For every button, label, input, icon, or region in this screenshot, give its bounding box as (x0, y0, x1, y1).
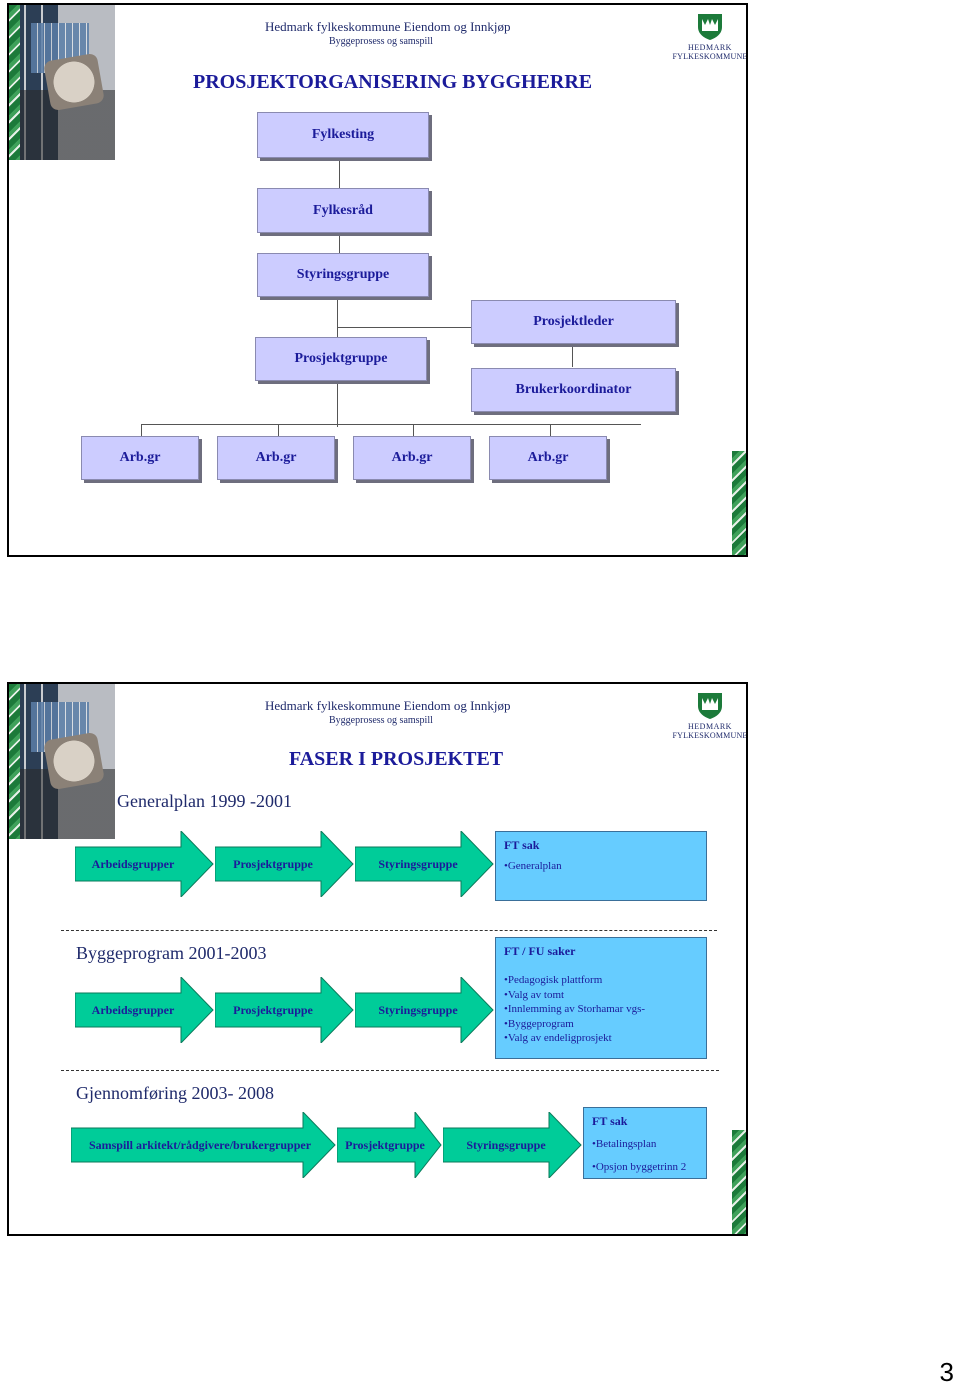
page-number: 3 (939, 1357, 954, 1387)
box-arbgr: Arb.gr (81, 436, 199, 480)
phase-divider (61, 930, 717, 931)
result-box: FT sak •Generalplan (495, 831, 707, 901)
building-photo (9, 684, 115, 839)
building-photo (9, 5, 115, 160)
slide-title: FASER I PROSJEKTET (289, 748, 504, 770)
arrow-label: Prosjektgruppe (233, 856, 313, 871)
box-fylkesting: Fylkesting (257, 112, 429, 158)
shield-icon (698, 14, 722, 40)
box-fylkesrad: Fylkesråd (257, 188, 429, 233)
box-arbgr: Arb.gr (353, 436, 471, 480)
arrow-label: Styringsgruppe (466, 1137, 546, 1152)
flow-arrow: Styringsgruppe (355, 977, 495, 1043)
arrow-shape (71, 1112, 336, 1178)
arrow-label: Prosjektgruppe (233, 1002, 313, 1017)
header-org-name: Hedmark fylkeskommune Eiendom og Innkjøp (265, 698, 511, 713)
phase-label: Byggeprogram 2001-2003 (76, 943, 267, 963)
arrow-label: Samspill arkitekt/rådgivere/brukergruppe… (88, 1137, 312, 1152)
connector-line (278, 424, 279, 436)
hedmark-logo: Hedmark Fylkeskommune (670, 13, 748, 61)
box-prosjektgruppe: Prosjektgruppe (255, 337, 427, 381)
side-decoration (732, 1130, 746, 1234)
result-box: FT / FU saker •Pedagogisk plattform •Val… (495, 937, 707, 1059)
phase-label: Gjennomføring 2003- 2008 (76, 1083, 274, 1103)
flow-arrow: Styringsgruppe (443, 1112, 583, 1178)
header-subtitle: Byggeprosess og samspill (329, 715, 433, 726)
photo-stripe (9, 5, 20, 160)
result-item: •Generalplan (504, 860, 562, 872)
result-item: •Valg av endeligprosjekt (504, 1032, 612, 1044)
connector-line (141, 424, 641, 425)
logo-text-1: Hedmark (688, 43, 732, 52)
arrow-label: Arbeidsgrupper (91, 1002, 175, 1017)
connector-line (550, 424, 551, 436)
result-item: •Byggeprogram (504, 1017, 574, 1030)
result-title: FT sak (592, 1114, 628, 1128)
arrow-shape (215, 831, 354, 897)
flow-arrow: Arbeidsgrupper (75, 831, 215, 897)
box-styringsgruppe: Styringsgruppe (257, 253, 429, 297)
result-title: FT / FU saker (504, 944, 576, 958)
connector-line (141, 424, 142, 436)
box-brukerkoordinator: Brukerkoordinator (471, 368, 676, 412)
photo-window (31, 23, 89, 73)
connector-line (572, 345, 573, 367)
result-item: •Valg av tomt (504, 988, 565, 1001)
arrow-label: Arbeidsgrupper (91, 856, 175, 871)
arrow-shape (75, 831, 214, 897)
logo-text-2: Fylkeskommune (672, 731, 748, 740)
result-item: •Betalingsplan (592, 1138, 657, 1150)
flow-arrow: Prosjektgruppe (337, 1112, 443, 1178)
phase-label: Generalplan 1999 -2001 (117, 791, 292, 811)
slide-org-chart: Hedmark fylkeskommune Eiendom og Innkjøp… (7, 3, 748, 557)
result-item: •Pedagogisk plattform (504, 974, 603, 986)
flow-arrow: Prosjektgruppe (215, 831, 355, 897)
connector-line (339, 235, 340, 255)
arrow-shape (337, 1112, 442, 1178)
connector-line (413, 424, 414, 436)
box-arbgr: Arb.gr (489, 436, 607, 480)
hedmark-logo: Hedmark Fylkeskommune (670, 692, 748, 740)
photo-sculpture (43, 731, 105, 791)
box-arbgr: Arb.gr (217, 436, 335, 480)
arrow-shape (443, 1112, 582, 1178)
arrow-shape (355, 977, 494, 1043)
shield-icon (698, 693, 722, 719)
result-item: •Innlemming av Storhamar vgs- (504, 1003, 646, 1015)
result-title: FT sak (504, 838, 540, 852)
header-org-name: Hedmark fylkeskommune Eiendom og Innkjøp (265, 19, 511, 34)
header-subtitle: Byggeprosess og samspill (329, 36, 433, 47)
logo-text-2: Fylkeskommune (672, 52, 748, 61)
result-box: FT sak •Betalingsplan •Opsjon byggetrinn… (583, 1107, 707, 1179)
logo-text-1: Hedmark (688, 722, 732, 731)
result-item: •Opsjon byggetrinn 2 (592, 1160, 687, 1173)
arrow-label: Prosjektgruppe (345, 1137, 425, 1152)
arrow-label: Styringsgruppe (378, 1002, 458, 1017)
photo-stripe (9, 684, 20, 839)
box-prosjektleder: Prosjektleder (471, 300, 676, 344)
flow-arrow: Samspill arkitekt/rådgivere/brukergruppe… (71, 1112, 337, 1178)
arrow-shape (355, 831, 494, 897)
flow-arrow: Arbeidsgrupper (75, 977, 215, 1043)
connector-line (339, 159, 340, 191)
arrow-shape (215, 977, 354, 1043)
flow-arrow: Prosjektgruppe (215, 977, 355, 1043)
side-decoration (732, 451, 746, 555)
slide-title: PROSJEKTORGANISERING BYGGHERRE (193, 71, 593, 93)
slide-phases: Hedmark fylkeskommune Eiendom og Innkjøp… (7, 682, 748, 1236)
arrow-shape (75, 977, 214, 1043)
flow-arrow: Styringsgruppe (355, 831, 495, 897)
connector-line (337, 327, 471, 328)
arrow-label: Styringsgruppe (378, 856, 458, 871)
phase-divider (61, 1070, 719, 1071)
photo-sculpture (43, 52, 105, 112)
